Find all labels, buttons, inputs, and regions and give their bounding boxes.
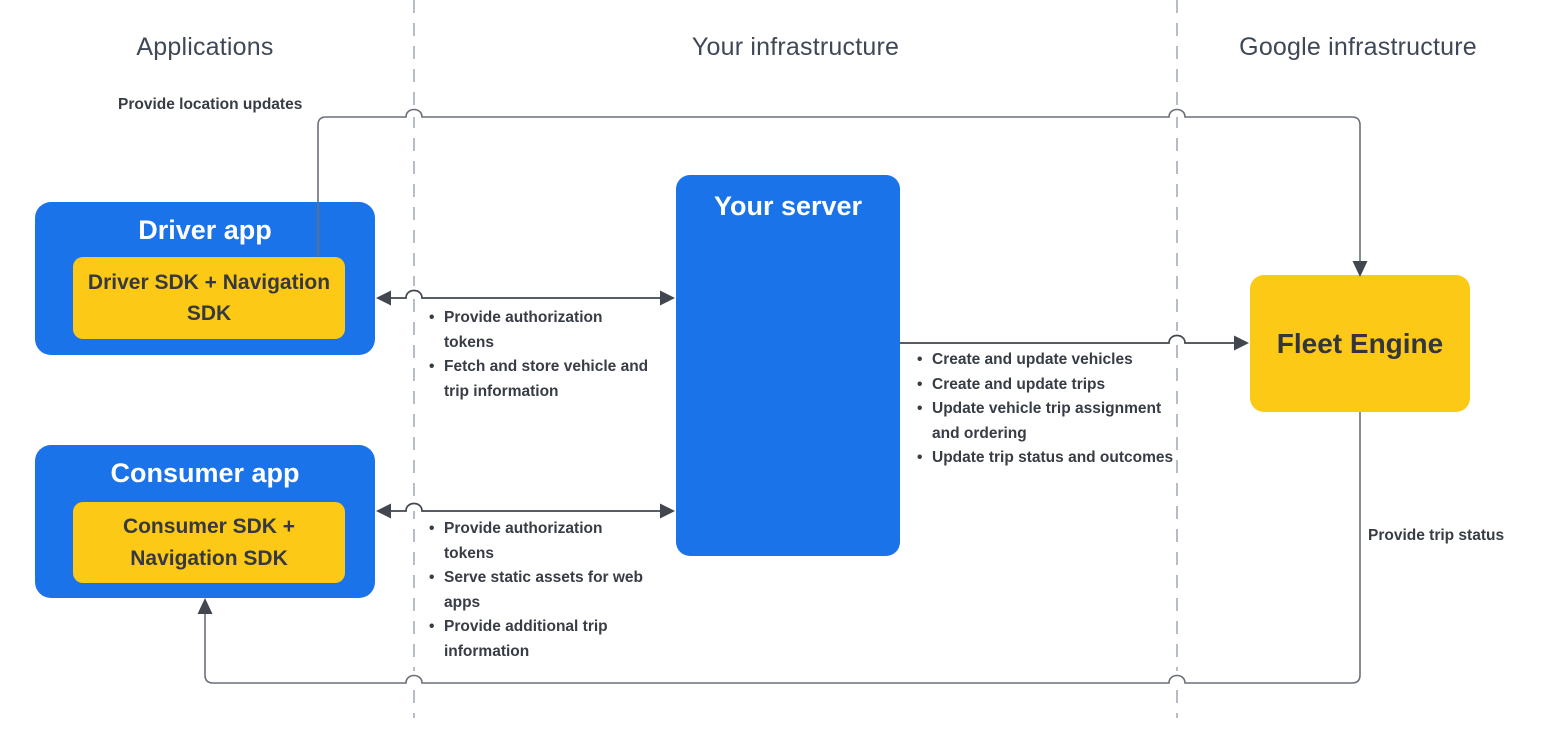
edge-consumer-server — [389, 502, 662, 512]
arrowhead-into-server-lower — [660, 503, 675, 519]
arrowhead-into-consumer-app — [376, 503, 391, 519]
arrowhead-into-consumer-bottom — [197, 598, 213, 614]
label-provide-trip-status: Provide trip status — [1368, 527, 1505, 544]
label-provide-location-updates: Provide location updates — [118, 96, 303, 113]
bullet-list-server-fleet: Create and update vehiclesCreate and upd… — [915, 348, 1177, 471]
arrowhead-into-server-upper — [660, 290, 675, 306]
bullet-item: Fetch and store vehicle and trip informa… — [427, 355, 649, 404]
arrowhead-into-driver-app — [376, 290, 391, 306]
node-consumer-app: Consumer app Consumer SDK + Navigation S… — [35, 445, 375, 598]
node-driver-app: Driver app Driver SDK + Navigation SDK — [35, 202, 375, 355]
edge-server-fleet — [900, 334, 1236, 344]
column-header-your-infrastructure: Your infrastructure — [691, 33, 900, 61]
node-consumer-sdk: Consumer SDK + Navigation SDK — [73, 502, 345, 583]
bullet-item: Provide additional trip information — [427, 615, 649, 664]
bullet-list-driver-server: Provide authorization tokensFetch and st… — [427, 306, 649, 404]
driver-app-title: Driver app — [138, 215, 272, 245]
bullet-item: Update trip status and outcomes — [915, 446, 1177, 471]
node-your-server: Your server — [676, 175, 900, 556]
bullet-item: Provide authorization tokens — [427, 517, 649, 566]
bullet-item: Create and update trips — [915, 373, 1177, 398]
bullet-item: Provide authorization tokens — [427, 306, 649, 355]
edge-driver-server — [389, 289, 662, 299]
node-driver-sdk: Driver SDK + Navigation SDK — [73, 257, 345, 339]
bullet-item: Serve static assets for web apps — [427, 566, 649, 615]
column-header-applications: Applications — [136, 33, 274, 61]
bullet-item: Update vehicle trip assignment and order… — [915, 397, 1177, 446]
your-server-title: Your server — [713, 191, 863, 221]
node-fleet-engine: Fleet Engine — [1250, 275, 1470, 412]
column-header-google-infrastructure: Google infrastructure — [1239, 33, 1477, 61]
consumer-app-title: Consumer app — [110, 458, 300, 488]
bullet-item: Create and update vehicles — [915, 348, 1177, 373]
bullet-list-consumer-server: Provide authorization tokensServe static… — [427, 517, 649, 664]
arrowhead-into-fleet-left — [1234, 335, 1249, 351]
